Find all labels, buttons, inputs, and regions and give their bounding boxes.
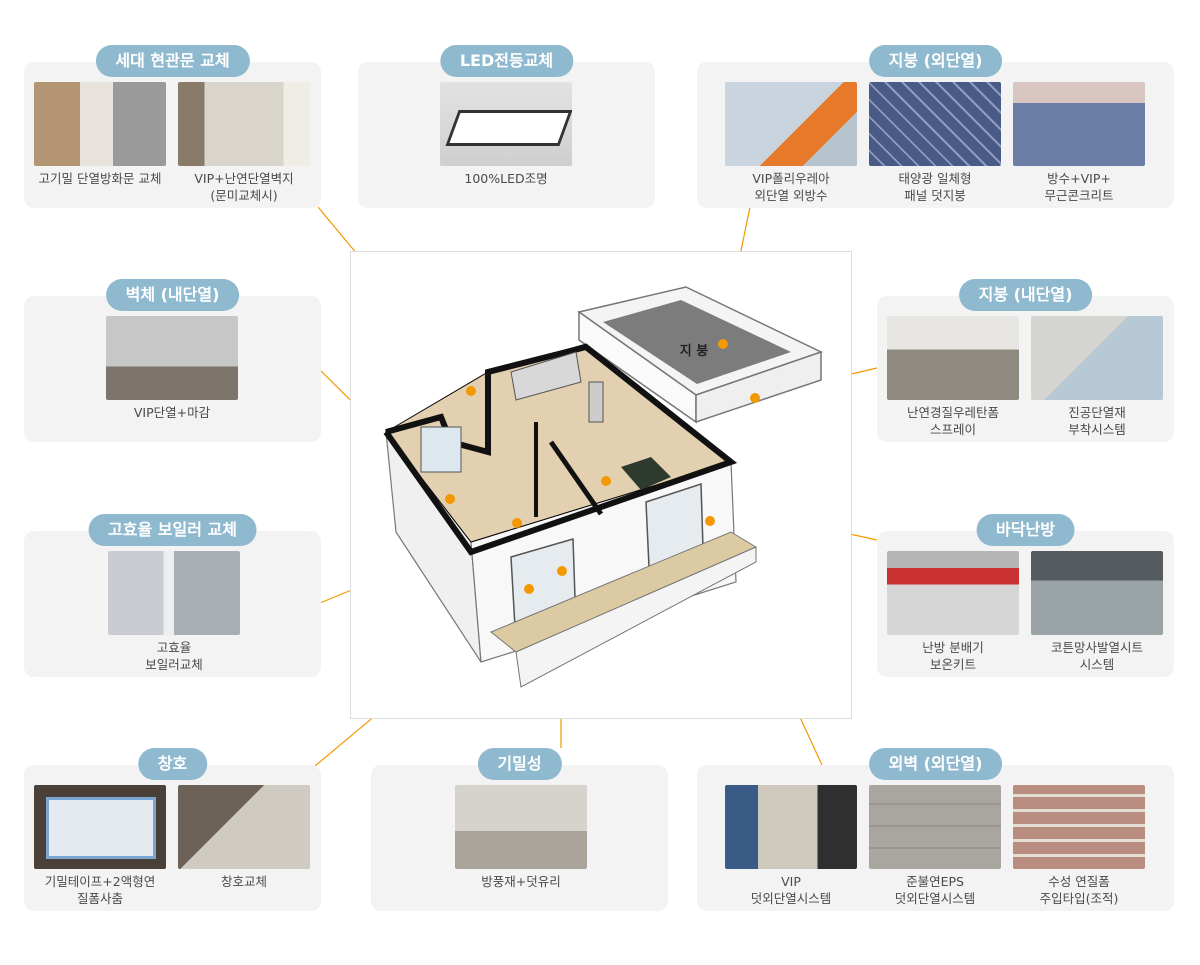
item-weatherstrip: 방풍재+덧유리 — [455, 785, 587, 890]
panel-title: 세대 현관문 교체 — [95, 45, 250, 77]
eps-photo — [869, 785, 1001, 869]
panel-title: 벽체 (내단열) — [105, 279, 240, 311]
panel-title: LED전등교체 — [439, 45, 574, 77]
ceiling-light-photo — [440, 82, 572, 166]
window-replace-photo — [178, 785, 310, 869]
item-caption: VIP+난연단열벽지(문미교체시) — [194, 171, 294, 203]
roof-label: 지 붕 — [680, 344, 708, 359]
item-caption: 100%LED조명 — [464, 171, 548, 186]
heating-sheet-photo — [1031, 551, 1163, 635]
panel-title: 기밀성 — [477, 748, 562, 780]
vacuum-panel-photo — [1031, 316, 1163, 400]
item-led: 100%LED조명 — [440, 82, 572, 187]
panel-title: 고효율 보일러 교체 — [88, 514, 257, 546]
interior-wall-photo — [106, 316, 238, 400]
panel-title: 바닥난방 — [976, 514, 1075, 546]
window-tape-photo — [34, 785, 166, 869]
item-caption: VIP단열+마감 — [133, 405, 211, 420]
manifold-photo — [887, 551, 1019, 635]
item-caption: 창호교체 — [220, 874, 267, 889]
vip-facade-photo — [725, 785, 857, 869]
item-interior-wall: VIP단열+마감 — [106, 316, 238, 421]
house-illustration: 지 붕 — [350, 251, 852, 719]
panel-title: 지붕 (내단열) — [958, 279, 1093, 311]
item-caption: 방수+VIP+무근콘크리트 — [1044, 171, 1114, 203]
item-door: 고기밀 단열방화문 교체 — [34, 82, 166, 187]
panel-led: LED전등교체 100%LED조명 — [358, 45, 655, 208]
panel-title: 외벽 (외단열) — [868, 748, 1003, 780]
foam-spray-photo — [887, 316, 1019, 400]
solar-panel-photo — [869, 82, 1001, 166]
door-photo — [34, 82, 166, 166]
panel-entrance-door: 세대 현관문 교체 고기밀 단열방화문 교체 VIP+난연단열벽지(문미교체시) — [24, 45, 321, 208]
panel-title: 창호 — [137, 748, 208, 780]
roof-work-photo — [1013, 82, 1145, 166]
panel-wall-internal: 벽체 (내단열) VIP단열+마감 — [24, 279, 321, 442]
corridor-photo — [178, 82, 310, 166]
item-window-replace: 창호교체 — [178, 785, 310, 890]
foam-inject-photo — [1013, 785, 1145, 869]
boiler-photo — [108, 551, 240, 635]
weatherstrip-photo — [455, 785, 587, 869]
item-caption: 방풍재+덧유리 — [481, 874, 561, 889]
item-roof-work: 방수+VIP+무근콘크리트 — [1013, 82, 1145, 204]
item-caption: 고기밀 단열방화문 교체 — [38, 171, 162, 186]
item-corridor: VIP+난연단열벽지(문미교체시) — [178, 82, 310, 204]
roof-spray-photo — [725, 82, 857, 166]
panel-title: 지붕 (외단열) — [868, 45, 1003, 77]
panel-airtightness: 기밀성 방풍재+덧유리 — [371, 748, 668, 911]
